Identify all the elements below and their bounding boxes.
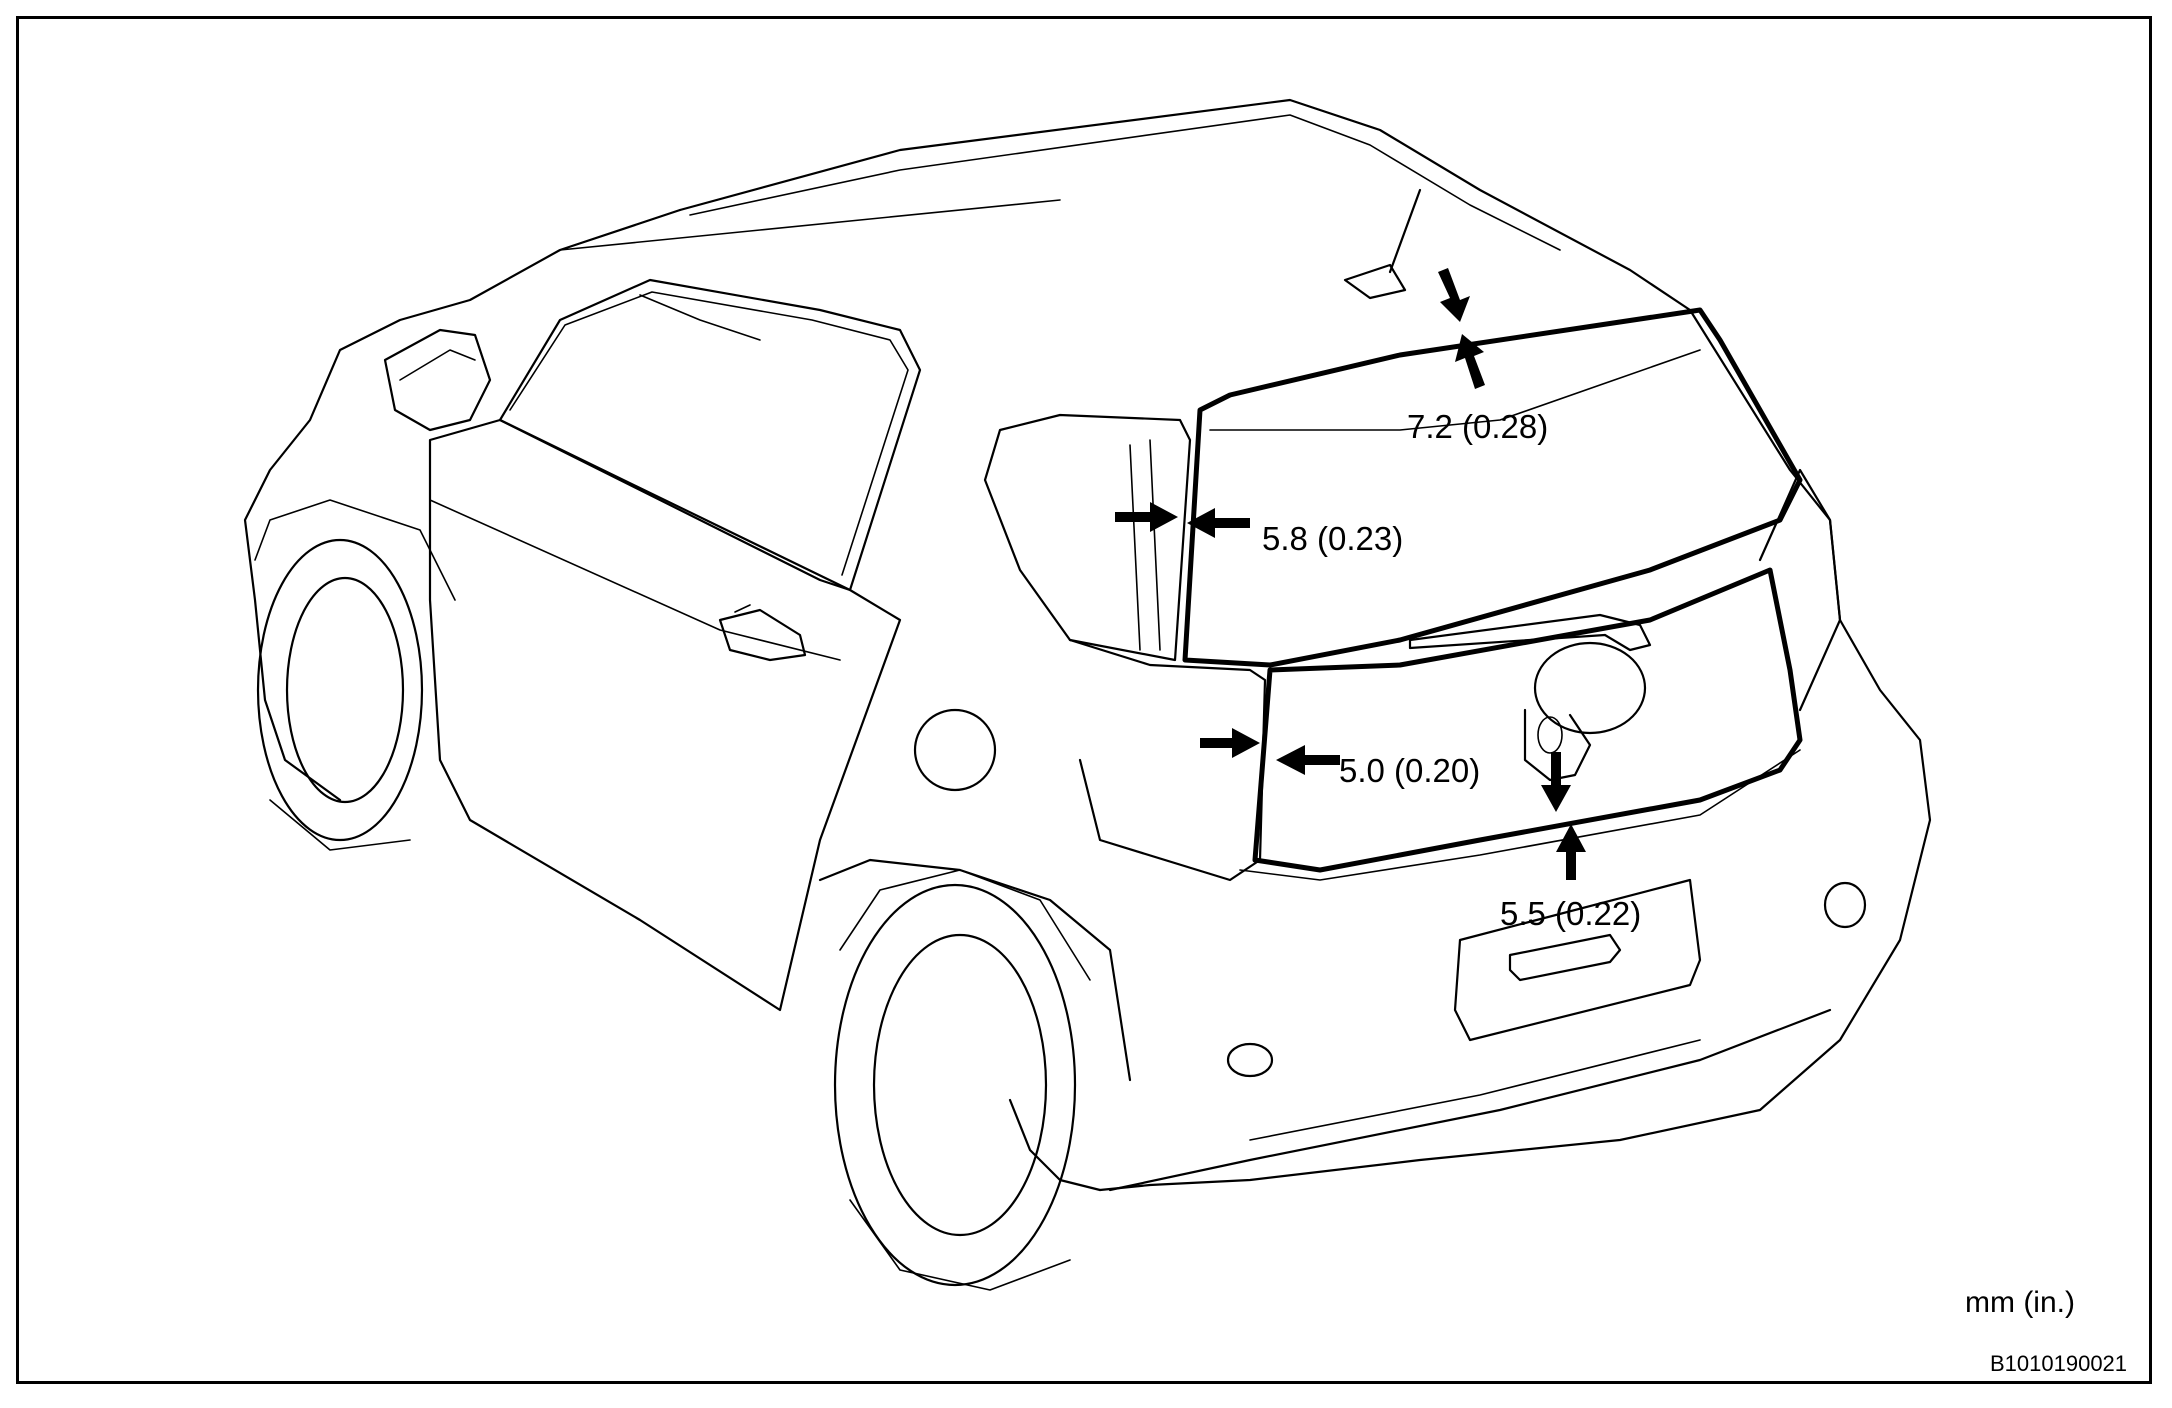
side-mirror xyxy=(383,328,492,432)
rear-emblem xyxy=(1523,641,1647,782)
rear-wheel xyxy=(818,858,1132,1291)
arrow-left-lower-outer xyxy=(1200,728,1260,758)
arrow-left-lower-inner xyxy=(1276,745,1340,775)
measurement-label-top: 7.2 (0.28) xyxy=(1407,408,1549,445)
car-body-outline xyxy=(243,98,1932,1192)
measurement-label-bottom: 5.5 (0.22) xyxy=(1500,895,1642,932)
arrow-bottom-inner xyxy=(1556,824,1586,880)
license-plate-recess xyxy=(1453,878,1702,1042)
roof-antenna xyxy=(1343,188,1422,300)
tailgate-panel xyxy=(1239,468,1842,881)
measurement-label-left-upper: 5.8 (0.23) xyxy=(1262,520,1404,557)
rear-wiper xyxy=(1408,613,1652,652)
rear-window-glass xyxy=(1182,307,1803,668)
arrow-top-inner xyxy=(1455,334,1485,389)
arrow-top-outer xyxy=(1438,268,1470,322)
arrow-bottom-outer xyxy=(1541,752,1571,812)
rear-bumper xyxy=(1108,881,1867,1192)
arrow-left-upper-outer xyxy=(1115,502,1178,532)
figure-code: B1010190021 xyxy=(1990,1351,2128,1376)
measurement-label-left-lower: 5.0 (0.20) xyxy=(1339,752,1481,789)
arrow-left-upper-inner xyxy=(1187,508,1250,538)
units-note: mm (in.) xyxy=(1965,1286,2075,1319)
rear-quarter-panel xyxy=(913,413,1267,882)
front-wheel xyxy=(254,499,456,851)
figure-border xyxy=(16,16,2152,1384)
side-door xyxy=(428,418,902,1012)
side-window xyxy=(498,278,922,592)
